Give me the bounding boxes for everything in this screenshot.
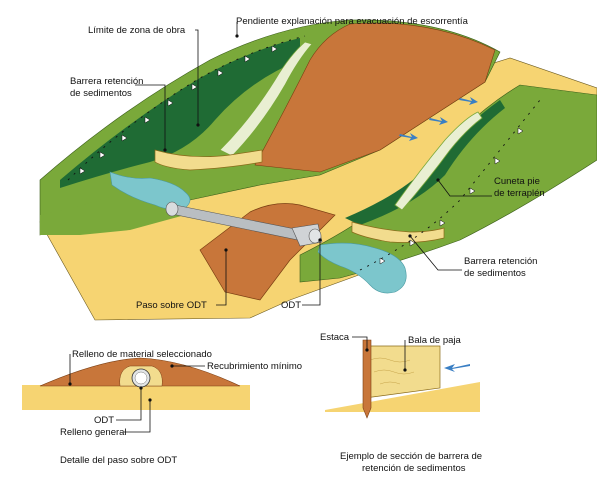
label-ditch-1: Cuneta pie: [494, 176, 540, 187]
main-diagram: Límite de zona de obra Pendiente explana…: [39, 16, 597, 321]
label-min-cover: Recubrimiento mínimo: [207, 361, 302, 372]
label-barrier-left-2: de sedimentos: [70, 88, 132, 99]
toe-ditch: [394, 111, 483, 211]
label-odt: ODT: [281, 300, 301, 311]
runoff-water-right: [317, 242, 407, 294]
label-barrier-left-1: Barrera retención: [70, 76, 143, 87]
straw-barrier-left: [154, 149, 263, 171]
label-grading-slope: Pendiente explanación para evacuación de…: [236, 16, 469, 27]
embankment-earth-face: [254, 22, 496, 173]
straw-barrier-right: [351, 221, 445, 243]
fence-flags-left: [79, 45, 278, 175]
runoff-arrows: [399, 97, 478, 141]
odt-pipe: [165, 201, 323, 247]
runoff-water-left: [109, 171, 191, 210]
label-stake: Estaca: [320, 332, 350, 343]
fence-flags-right: [379, 127, 524, 265]
left-embankment-dark-slope: [60, 38, 300, 188]
runoff-arrow-icon: [444, 364, 470, 372]
label-select-fill: Relleno de material seleccionado: [72, 349, 212, 360]
arrow-icon: [429, 117, 448, 125]
label-barrier-right-2: de sedimentos: [464, 268, 526, 279]
label-odt-crossing: Paso sobre ODT: [136, 300, 207, 311]
label-straw-bale: Bala de paja: [408, 335, 462, 346]
stake: [362, 339, 372, 419]
straw-bale-section: [364, 345, 441, 399]
detail-odt-crossing: Relleno de material seleccionado Recubri…: [22, 349, 302, 466]
slope-service-path: [219, 41, 313, 157]
label-barrier-right-1: Barrera retención: [464, 256, 537, 267]
ground-base: [22, 385, 250, 410]
caption-odt-detail: Detalle del paso sobre ODT: [60, 455, 177, 466]
detail-sediment-barrier: Estaca Bala de paja Ejemplo de sección d…: [320, 332, 482, 474]
work-zone-fence-left: [67, 35, 306, 181]
caption-barrier-1: Ejemplo de sección de barrera de: [340, 451, 482, 462]
arrow-icon: [399, 133, 418, 141]
label-ditch-2: de terraplén: [494, 188, 545, 199]
label-general-fill: Relleno general: [60, 427, 127, 438]
label-odt-detail: ODT: [94, 415, 114, 426]
arrow-icon: [459, 97, 478, 105]
label-work-zone-limit: Límite de zona de obra: [88, 25, 186, 36]
caption-barrier-2: retención de sedimentos: [362, 463, 466, 474]
